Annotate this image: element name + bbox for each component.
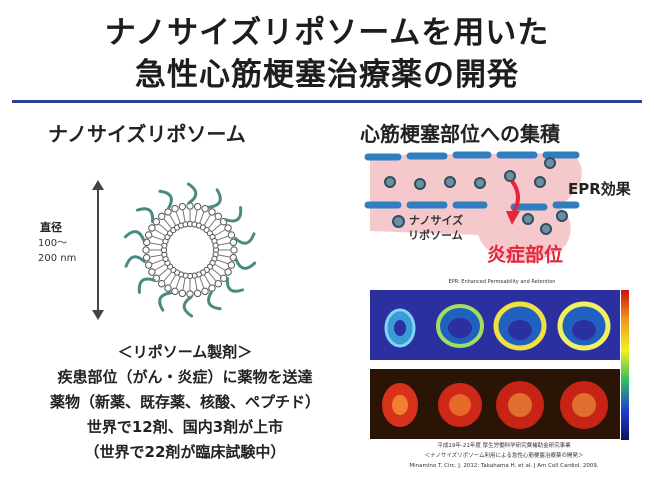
prep-line-1: ＜リポソーム製剤＞ [117,343,253,361]
epr-illustration [364,151,582,263]
title-line-1: ナノサイズリポソームを用いた [104,15,550,51]
liposome-dot-icon [392,214,405,228]
nanoparticle-legend: ナノサイズ リポソーム [392,213,463,243]
liposome-illustration [123,182,257,318]
liposome-heading: ナノサイズリポソーム [48,122,246,146]
diameter-size: 100～ 200 nm [38,236,76,266]
credit-line-3: Minamino T. Circ. J. 2012; Takahama H, e… [409,463,599,469]
prep-line-5: （世界で22剤が臨床試験中） [84,443,286,461]
inflammation-site-label: 炎症部位 [487,244,564,266]
legend-line-2: リポソーム [408,229,463,242]
diameter-size-line-1: 100～ [38,238,68,249]
arrow-head-icon [506,211,520,225]
title-divider [12,100,642,103]
size-arrow-icon [92,180,104,320]
intensity-colorbar [621,290,629,440]
diameter-label: 直径 [40,221,62,234]
epr-effect-label: EPR効果 [568,180,631,198]
fluorescence-hearts [384,301,611,351]
prep-line-4: 世界で12剤、国内3剤が上市 [86,418,284,436]
liposome-particles [384,157,568,235]
legend-line-1: ナノサイズ [409,214,464,227]
vessel-walls [364,151,580,211]
epr-caption: EPR: Enhanced Permeability and Retention [448,279,556,285]
liposome-preparation-text: ＜リポソーム製剤＞ 疾患部位（がん・炎症）に薬物を送達 薬物（新薬、既存薬、核酸… [35,340,335,465]
prep-line-3: 薬物（新薬、既存薬、核酸、ペプチド） [49,393,320,411]
accumulation-heading: 心筋梗塞部位への集積 [360,122,560,146]
diameter-size-line-2: 200 nm [38,253,77,264]
research-credit: 平成19年-21年度 厚生労働科学研究費補助金研究事業 ＜ナノサイズリポソーム利… [364,441,644,471]
prep-line-2: 疾患部位（がん・炎症）に薬物を送達 [57,368,313,386]
imaging-panel-fluorescence [370,290,620,360]
heart-photos [382,381,608,429]
imaging-panel-photo [370,369,620,439]
title-line-2: 急性心筋梗塞治療薬の開発 [135,57,519,93]
slide-title: ナノサイズリポソームを用いた 急性心筋梗塞治療薬の開発 [0,12,654,96]
credit-line-2: ＜ナノサイズリポソーム利用による急性心筋梗塞治療薬の開発＞ [424,453,584,459]
credit-line-1: 平成19年-21年度 厚生労働科学研究費補助金研究事業 [437,443,571,449]
